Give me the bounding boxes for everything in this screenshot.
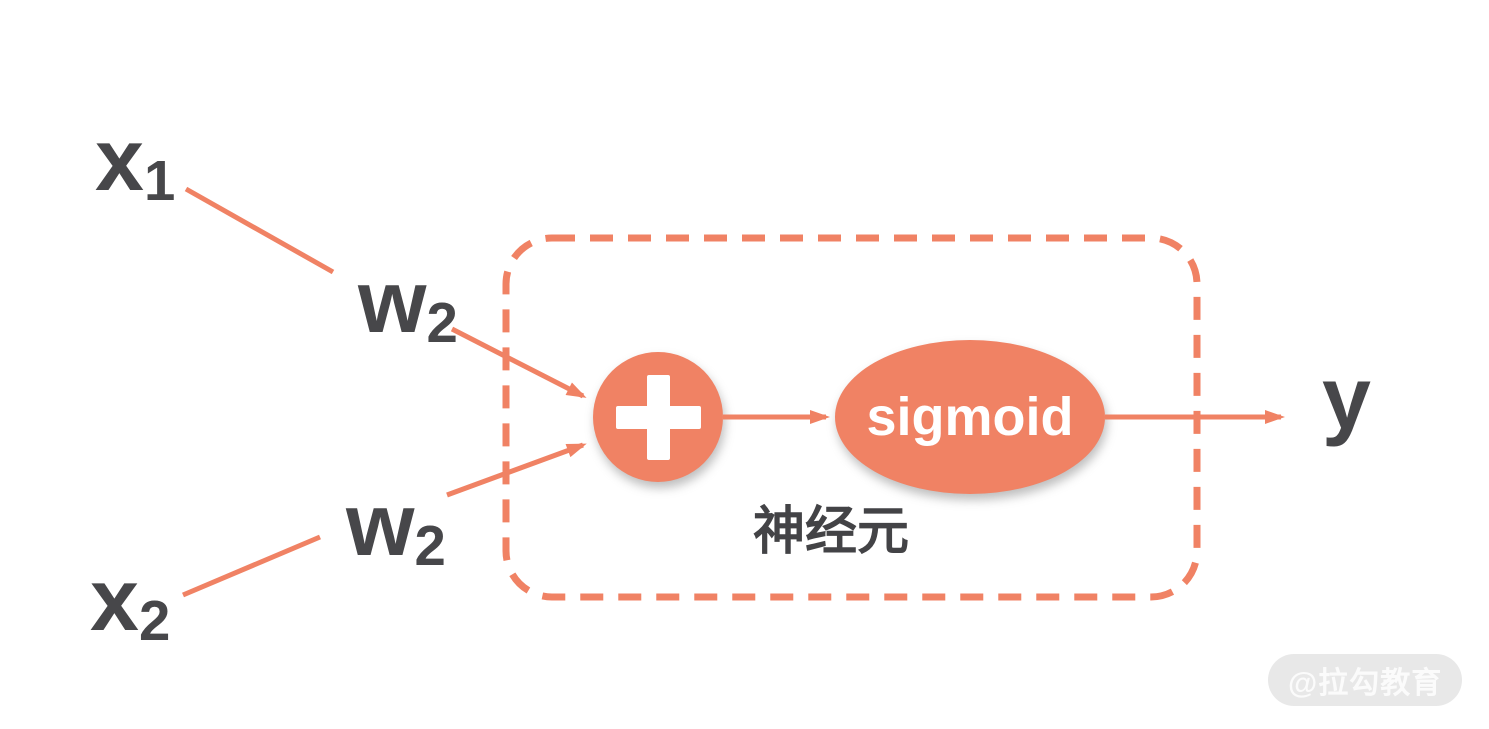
activation-node [835, 340, 1105, 494]
input-x2-label: x2 [90, 550, 171, 653]
plus-icon [616, 375, 701, 460]
neuron-group-label: 神经元 [752, 503, 909, 561]
output-y-label: y [1322, 348, 1371, 447]
watermark-badge: @拉勾教育 [1268, 654, 1463, 706]
activation-label: sigmoid [866, 387, 1074, 447]
edge-weight2-to-sum [446, 442, 587, 498]
weight-1-label: w2 [358, 252, 458, 355]
input-x1-label: x1 [95, 110, 176, 213]
edge-x2-to-weight [182, 534, 321, 598]
weight-2-label: w2 [346, 475, 446, 578]
edge-x1-to-weight [184, 186, 335, 275]
edge-weight1-to-sum [450, 326, 587, 399]
